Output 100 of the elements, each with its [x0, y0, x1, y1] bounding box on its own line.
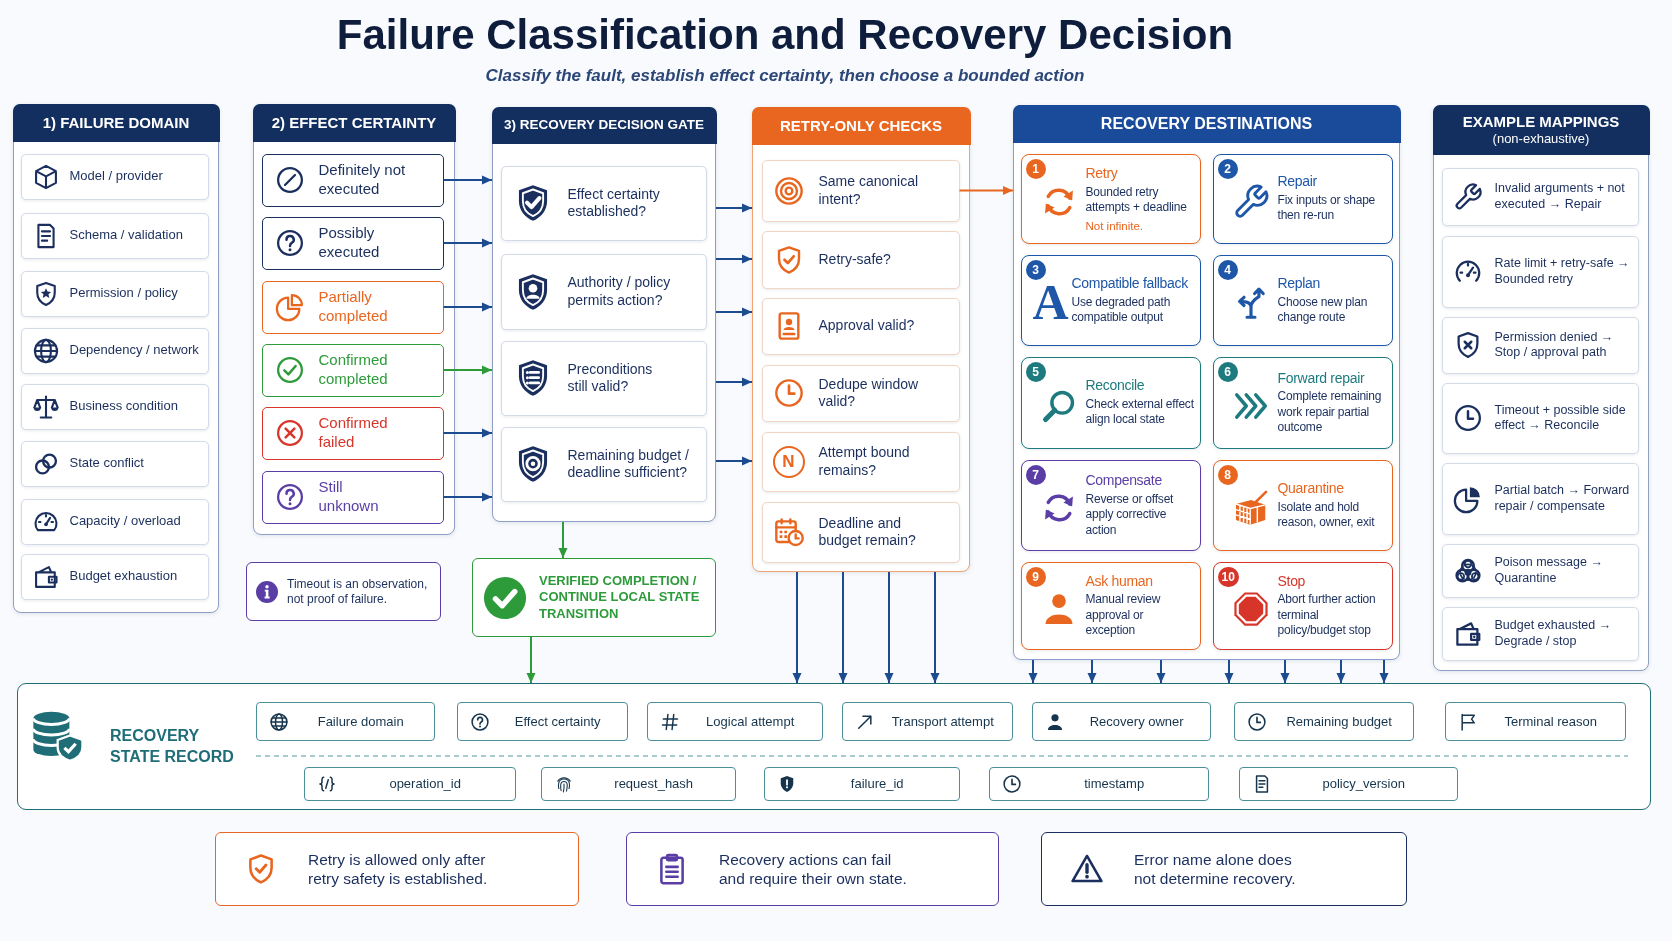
section-panel	[1013, 105, 1400, 660]
gate-check-item	[500, 165, 707, 241]
destination-description: Complete remaining work repair partial outcome	[1277, 389, 1383, 436]
check-label: Dedupe window valid?	[818, 375, 920, 411]
arrow	[1379, 659, 1389, 684]
category-item	[20, 153, 209, 200]
category-item	[20, 212, 209, 259]
arrow	[1156, 659, 1166, 684]
field-label: Recovery owner	[1089, 713, 1184, 730]
step-number: 10	[1217, 566, 1239, 587]
certainty-item	[261, 470, 444, 524]
arrow	[558, 521, 568, 559]
note-text: Error name alone does not determine recovery.	[1134, 849, 1297, 889]
arrow	[1087, 659, 1097, 684]
field-label: policy_version	[1322, 776, 1405, 793]
callout-note	[246, 562, 441, 621]
panel-title: RECOVERY DESTINATIONS	[1100, 113, 1313, 134]
destination-description: Use degraded path compatible output	[1071, 294, 1172, 326]
certainty-label: Possibly executed	[318, 224, 381, 262]
record-title: RECOVERY STATE RECORD	[110, 725, 235, 767]
retry-check-item	[761, 364, 960, 422]
panel-title: 2) EFFECT CERTAINTY	[271, 113, 437, 132]
arrow	[958, 186, 1014, 195]
callout-note	[215, 832, 579, 906]
arrow	[442, 492, 493, 502]
category-label: State conflict	[69, 455, 144, 472]
section-panel	[492, 107, 716, 522]
callout-note	[1041, 832, 1407, 906]
mapping-item	[1441, 543, 1639, 598]
mapping-text: Timeout + possible side effect → Reconcile	[1494, 402, 1627, 434]
destination-description: Abort further action terminal policy/budget stop	[1277, 592, 1377, 639]
destination-description: Choose new plan change route	[1277, 294, 1369, 326]
field-label: Logical attempt	[706, 713, 795, 730]
arrow	[930, 571, 940, 684]
retry-check-item	[761, 431, 960, 492]
certainty-item	[261, 343, 444, 397]
state-record-panel	[17, 683, 1651, 810]
mapping-text: Rate limit + retry-safe → Bounded retry	[1494, 256, 1631, 287]
destination-card	[1212, 254, 1393, 346]
page-subtitle: Classify the fault, establish effect certainty, then choose a bounded action	[485, 66, 1085, 87]
check-label: Approval valid?	[818, 317, 915, 335]
category-label: Budget exhaustion	[69, 568, 178, 585]
state-field	[647, 702, 824, 742]
panel-title: EXAMPLE MAPPINGS	[1462, 112, 1620, 131]
state-field	[457, 702, 629, 742]
retry-check-item	[761, 230, 960, 289]
category-label: Permission / policy	[69, 285, 178, 302]
arrow	[715, 203, 753, 213]
destination-description: Check external effect align local state	[1085, 397, 1195, 428]
state-field	[541, 767, 737, 802]
state-field	[989, 767, 1210, 802]
mapping-text: Permission denied → Stop / approval path	[1494, 329, 1615, 361]
destination-description: Manual review approval or exception	[1085, 592, 1162, 639]
retry-check-item	[761, 297, 960, 355]
category-label: Capacity / overload	[69, 513, 181, 530]
arrow	[884, 571, 894, 684]
gate-check-item	[500, 426, 707, 502]
check-label: Same canonical intent?	[818, 173, 920, 208]
retry-check-item	[761, 501, 960, 563]
arrow	[715, 254, 753, 264]
step-number: 1	[1025, 158, 1046, 179]
question-label: Authority / policy permits action?	[567, 274, 672, 309]
category-item	[20, 383, 209, 430]
field-label: Terminal reason	[1504, 713, 1597, 730]
category-label: Dependency / network	[69, 342, 199, 359]
panel-title: 1) FAILURE DOMAIN	[42, 113, 190, 132]
destination-title: Compatible fallback	[1071, 274, 1188, 292]
gate-check-item	[500, 340, 707, 416]
certainty-label: Confirmed failed	[318, 414, 389, 452]
mapping-item	[1441, 462, 1639, 535]
arrow	[442, 238, 493, 248]
destination-description: Bounded retry attempts + deadline	[1085, 185, 1188, 216]
circled-letter: N	[772, 445, 805, 478]
destination-description: Isolate and hold reason, owner, exit	[1277, 499, 1376, 531]
large-letter: A	[1032, 277, 1069, 327]
category-label: Model / provider	[69, 168, 163, 185]
destination-title: Reconcile	[1085, 377, 1145, 395]
state-field	[764, 767, 961, 802]
mapping-text: Partial batch → Forward repair / compensate	[1494, 483, 1631, 514]
destination-title: Forward repair	[1277, 369, 1365, 387]
section-panel	[13, 104, 219, 613]
category-item	[20, 440, 209, 487]
category-item	[20, 553, 209, 600]
arrow	[715, 377, 753, 387]
state-field	[1239, 767, 1459, 802]
certainty-item	[261, 406, 444, 460]
destination-title: Quarantine	[1277, 479, 1344, 497]
state-field	[1445, 702, 1627, 742]
warning-note: Not infinite.	[1085, 219, 1144, 232]
field-label: request_hash	[614, 776, 694, 793]
certainty-item	[261, 153, 444, 207]
destination-card	[1020, 459, 1201, 551]
mapping-text: Budget exhausted → Degrade / stop	[1494, 618, 1613, 649]
arrow	[442, 302, 493, 312]
field-label: operation_id	[389, 776, 461, 793]
destination-card	[1020, 356, 1201, 449]
category-item	[20, 270, 209, 317]
arrow	[792, 571, 802, 684]
retry-check-item	[761, 159, 960, 222]
state-field	[1234, 702, 1415, 742]
